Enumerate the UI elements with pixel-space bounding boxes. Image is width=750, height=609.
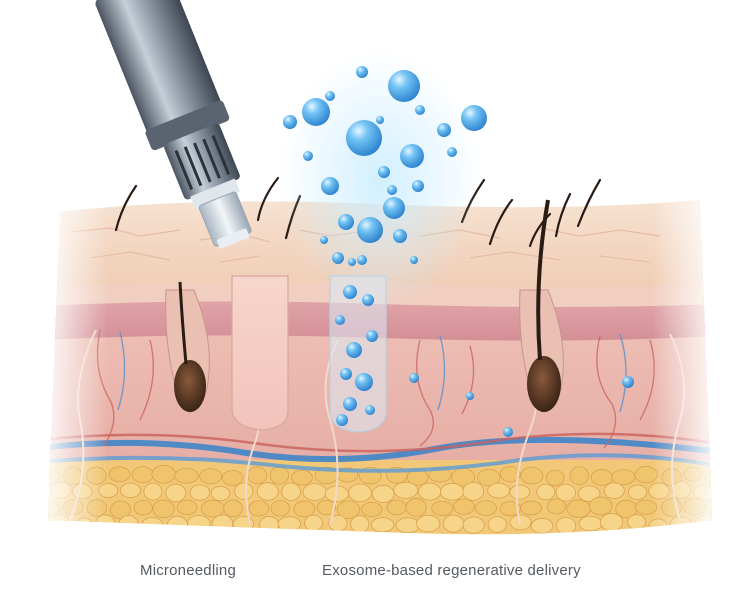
microneedling-label: Microneedling	[140, 562, 236, 579]
exosome-bubble	[365, 405, 375, 415]
device-grip	[174, 134, 231, 191]
exosome-delivery-label: Exosome-based regenerative delivery	[322, 562, 581, 579]
microneedling-device	[95, 0, 252, 249]
exosome-bubble	[348, 258, 356, 266]
exosome-bubble	[393, 229, 407, 243]
exosome-glow	[280, 50, 480, 310]
exosome-bubble	[383, 197, 405, 219]
exosome-bubble	[400, 144, 424, 168]
exosome-bubble	[357, 217, 383, 243]
exosome-bubble	[340, 368, 352, 380]
hair-follicle-right	[519, 199, 564, 413]
exosome-bubble	[437, 123, 451, 137]
exosome-bubble	[343, 285, 357, 299]
exosome-bubble	[332, 252, 344, 264]
exosome-bubble	[622, 376, 634, 388]
exosome-bubble	[378, 166, 390, 178]
exosome-bubble	[321, 177, 339, 195]
hairs	[114, 176, 602, 248]
fat-cell	[715, 516, 737, 533]
hair-follicle-left	[165, 281, 210, 413]
exosome-bubble	[412, 180, 424, 192]
exosome-bubble	[320, 236, 328, 244]
exosome-bubble	[461, 105, 487, 131]
exosome-bubble	[325, 91, 335, 101]
exosome-bubble	[388, 70, 420, 102]
exosome-bubble	[356, 66, 368, 78]
exosome-bubble	[283, 115, 297, 129]
exosome-bubble	[303, 151, 313, 161]
exosome-bubble	[343, 397, 357, 411]
exosome-bubbles	[283, 66, 634, 437]
fat-cell	[717, 484, 737, 498]
exosome-bubble	[362, 294, 374, 306]
exosome-bubble	[338, 214, 354, 230]
exosome-bubble	[387, 185, 397, 195]
exosome-bubble	[357, 255, 367, 265]
exosome-bubble	[466, 392, 474, 400]
exosome-bubble	[376, 116, 384, 124]
exosome-bubble	[355, 373, 373, 391]
exosome-bubble	[346, 120, 382, 156]
exosome-bubble	[410, 256, 418, 264]
exosome-bubble	[346, 342, 362, 358]
microchannel-left	[231, 275, 289, 431]
exosome-bubble	[336, 414, 348, 426]
exosome-bubble	[366, 330, 378, 342]
exosome-bubble	[335, 315, 345, 325]
exosome-bubble	[409, 373, 419, 383]
exosome-bubble	[415, 105, 425, 115]
exosome-bubble	[302, 98, 330, 126]
exosome-bubble	[503, 427, 513, 437]
exosome-bubble	[447, 147, 457, 157]
